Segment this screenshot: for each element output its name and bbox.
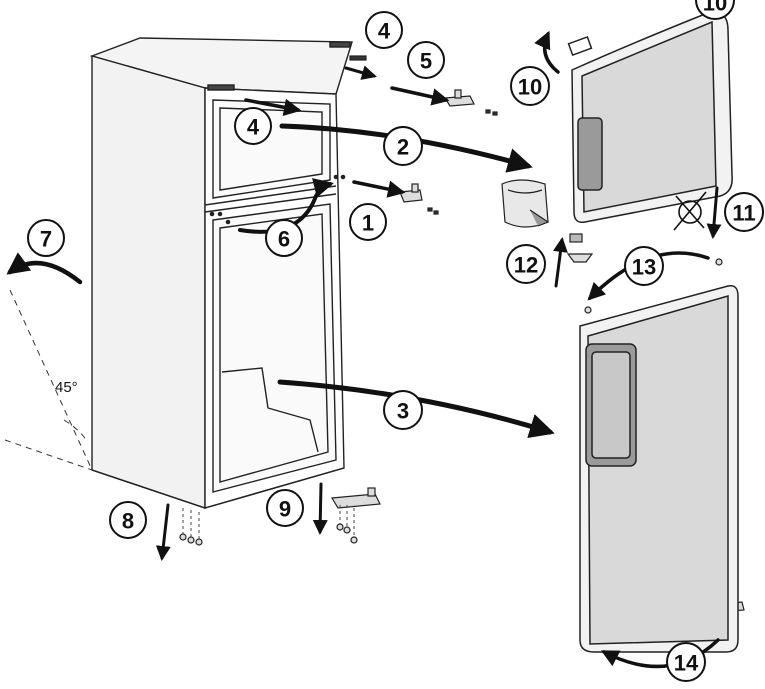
freezer-door-plug bbox=[567, 35, 593, 57]
step-callout-1: 1 bbox=[349, 203, 387, 241]
fridge-door bbox=[579, 284, 739, 653]
step-callout-10a: 10 bbox=[510, 66, 550, 106]
freezer-compartment bbox=[212, 99, 331, 199]
arrow-5 bbox=[390, 86, 450, 106]
step-callout-2: 2 bbox=[383, 126, 423, 166]
step-callout-10b: 10 bbox=[695, 0, 735, 20]
svg-text:6: 6 bbox=[278, 227, 290, 252]
svg-text:1: 1 bbox=[362, 211, 374, 236]
freezer-door-handle bbox=[577, 117, 603, 191]
freezer-door-gasket bbox=[581, 20, 717, 213]
svg-text:14: 14 bbox=[674, 651, 699, 676]
step-callout-9: 9 bbox=[266, 489, 304, 527]
svg-text:13: 13 bbox=[632, 255, 656, 280]
arrow-12 bbox=[553, 237, 568, 288]
svg-text:11: 11 bbox=[732, 201, 755, 226]
step-callout-6: 6 bbox=[265, 219, 303, 257]
svg-text:3: 3 bbox=[397, 399, 409, 424]
step-callout-4a: 4 bbox=[234, 107, 272, 145]
step-callout-13: 13 bbox=[624, 246, 664, 286]
svg-text:10: 10 bbox=[703, 0, 727, 16]
svg-text:2: 2 bbox=[397, 135, 409, 160]
parts-bag-icon bbox=[501, 179, 550, 228]
arrow-8 bbox=[155, 503, 171, 561]
svg-text:4: 4 bbox=[378, 19, 391, 44]
arrow-4a bbox=[244, 98, 302, 116]
freezer-door bbox=[567, 11, 733, 224]
top-hinge-slot-right bbox=[329, 41, 351, 48]
step-callout-14: 14 bbox=[666, 642, 706, 682]
step-callout-12: 12 bbox=[506, 244, 546, 284]
arrow-9 bbox=[312, 482, 328, 535]
step-callout-5: 5 bbox=[407, 41, 445, 79]
step-callout-4b: 4 bbox=[365, 11, 403, 49]
step-callout-7: 7 bbox=[27, 219, 65, 257]
crisper-shelf bbox=[221, 367, 319, 453]
svg-text:10: 10 bbox=[518, 75, 542, 100]
svg-text:9: 9 bbox=[279, 497, 291, 522]
arrows bbox=[6, 30, 722, 669]
arrow-1 bbox=[352, 180, 406, 198]
do-not-symbol bbox=[673, 191, 707, 231]
cabinet-left-side bbox=[91, 55, 206, 509]
top-hinge-slot-left bbox=[207, 84, 235, 91]
tilt-guide bbox=[4, 289, 93, 471]
svg-text:8: 8 bbox=[122, 509, 134, 534]
arrow-4b bbox=[344, 65, 377, 80]
arrow-7 bbox=[6, 252, 83, 285]
step-callout-11: 11 bbox=[724, 192, 764, 232]
fridge-cabinet bbox=[89, 37, 353, 509]
arrow-10 bbox=[534, 30, 560, 74]
svg-text:12: 12 bbox=[514, 253, 538, 278]
svg-text:5: 5 bbox=[420, 49, 432, 74]
svg-text:7: 7 bbox=[40, 227, 52, 252]
bottom-hinge-part bbox=[330, 493, 381, 509]
svg-text:4: 4 bbox=[247, 115, 260, 140]
arrow-11 bbox=[706, 186, 722, 239]
step-callout-3: 3 bbox=[383, 390, 423, 430]
fridge-compartment bbox=[212, 203, 337, 493]
tilt-angle-label: 45° bbox=[55, 379, 78, 396]
arrow-14 bbox=[600, 638, 720, 669]
step-callout-8: 8 bbox=[109, 501, 147, 539]
